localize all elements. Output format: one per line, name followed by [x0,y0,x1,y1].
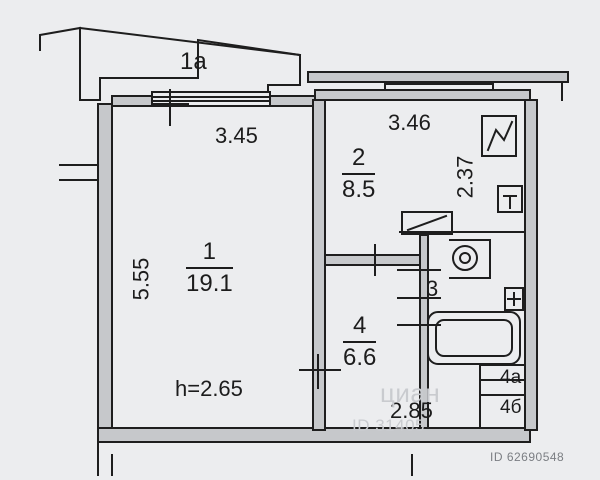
stove-symbol [481,115,517,157]
room3-number: 3 [426,276,439,301]
room4b-number: 4б [500,397,522,418]
watermark-brand: циан [380,378,441,408]
sink-symbol [497,185,523,213]
room4-number: 4 [343,314,377,343]
room4a-number: 4a [500,367,522,388]
room2-width-label: 3.46 [388,110,431,135]
room4-label: 4 6.6 [343,314,377,371]
outlet-symbol [504,287,524,311]
room4-width-label: 2.85 [390,398,433,423]
bathtub-symbol [427,311,521,365]
room1-label: 1 19.1 [186,240,233,296]
balcony-label: 1a [180,48,207,75]
room2-length-label: 2.37 [452,155,478,199]
room2-label: 2 8.5 [342,146,376,203]
balcony-outline [39,26,302,101]
outer-walls [59,71,569,476]
door-ticks [152,89,526,389]
watermark-id: ID 31405 [352,416,425,435]
room2-area: 8.5 [342,176,376,203]
room1-area: 19.1 [186,270,233,297]
watermark-id-footer: ID 62690548 [490,450,565,464]
room1-length-label: 5.55 [128,257,154,301]
washbasin-symbol [401,211,453,235]
room1-number: 1 [186,240,233,269]
ceiling-height-label: h=2.65 [175,376,243,401]
inner-walls [312,99,526,431]
toilet-symbol [449,239,491,279]
room2-number: 2 [342,146,376,175]
room4-area: 6.6 [343,344,377,371]
room1-width-label: 3.45 [215,123,258,148]
